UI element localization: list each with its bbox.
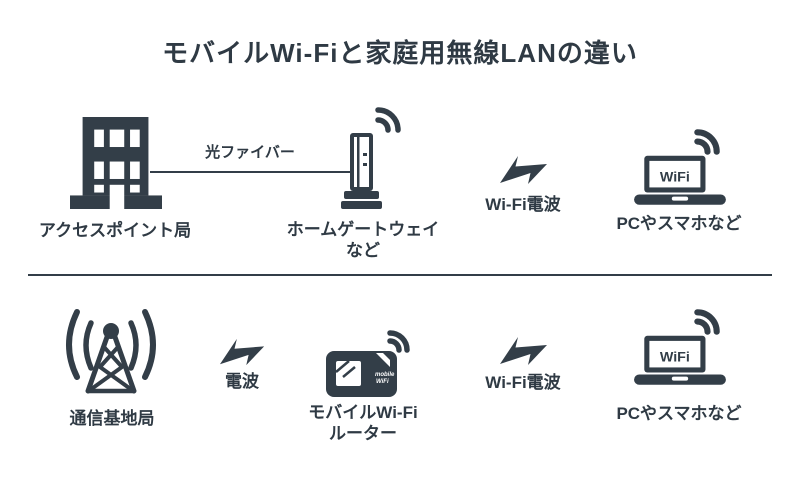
home-gateway-label: ホームゲートウェイ など [283,219,443,261]
mobile-router-label-line2: ルーター [329,424,397,443]
fiber-label: 光ファイバー [205,144,295,161]
mobile-router-label: モバイルWi-Fi ルーター [282,402,444,444]
router-device-text-line1: mobile [375,372,395,378]
base-station-label: 通信基地局 [69,409,155,428]
laptop-screen-text: WiFi [660,349,690,365]
radio-wave-label: 電波 [225,372,259,391]
router-device-text-line2: WiFi [376,379,389,385]
laptop-icon: WiFi [630,305,732,387]
section-divider [28,274,772,276]
building-icon [70,116,162,210]
mobile-router-icon: mobile WiFi [323,321,420,399]
home-gateway-label-line1: ホームゲートウェイ [286,220,440,239]
wifi-wave-label-bottom: Wi-Fi電波 [485,373,561,392]
broadcast-tower-icon [56,300,166,397]
mobile-router-label-line1: モバイルWi-Fi [308,403,418,422]
devices-label-bottom: PCやスマホなど [616,404,742,423]
access-point-label: アクセスポイント局 [38,221,192,240]
page-title: モバイルWi-Fiと家庭用無線LANの違い [162,38,638,68]
devices-label-top: PCやスマホなど [616,214,742,233]
lightning-icon [219,336,266,368]
laptop-screen-text: WiFi [660,169,690,185]
home-gateway-label-line2: など [346,241,380,260]
lightning-icon [499,153,549,187]
wifi-wave-label-top: Wi-Fi電波 [485,195,561,214]
home-gateway-icon [338,106,410,210]
lightning-icon [499,334,549,368]
laptop-icon: WiFi [630,125,732,207]
fiber-line [150,171,353,173]
